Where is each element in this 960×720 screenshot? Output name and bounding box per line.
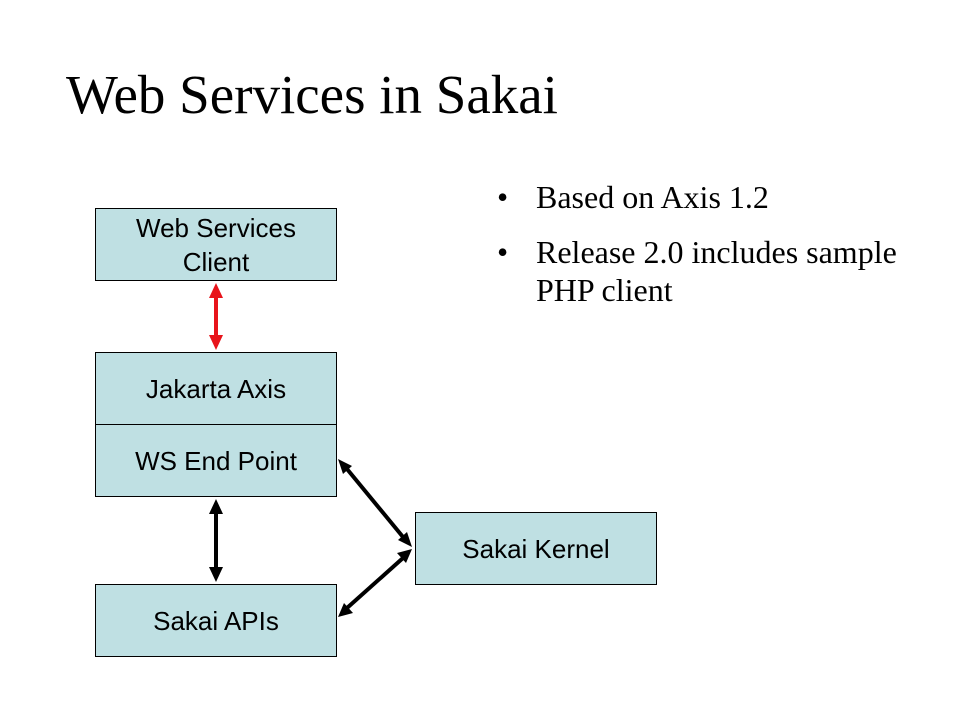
node-ws-end-point: WS End Point [95,424,337,497]
bullet-item: • Release 2.0 includes sample PHP client [497,233,937,309]
node-sakai-apis: Sakai APIs [95,584,337,657]
node-label: WS End Point [135,445,297,476]
node-label: Sakai APIs [153,605,279,636]
edge-client-axis [209,283,223,350]
bullet-item: • Based on Axis 1.2 [497,178,937,216]
node-jakarta-axis: Jakarta Axis [95,352,337,425]
edge-apis-kernel [338,549,412,617]
node-sakai-kernel: Sakai Kernel [415,512,657,585]
bullet-dot-icon: • [497,234,509,270]
node-web-services-client: Web Services Client [95,208,337,281]
node-label: Sakai Kernel [462,533,610,564]
edge-endpoint-kernel [338,459,412,547]
bullet-list: • Based on Axis 1.2 • Release 2.0 includ… [497,178,937,326]
node-label: Web Services Client [136,212,296,277]
node-label: Jakarta Axis [145,373,287,404]
slide-title: Web Services in Sakai [66,64,558,125]
edge-endpoint-apis [209,499,223,582]
bullet-dot-icon: • [497,179,509,215]
bullet-text: Based on Axis 1.2 [536,179,769,215]
bullet-text: Release 2.0 includes sample PHP client [536,234,897,308]
